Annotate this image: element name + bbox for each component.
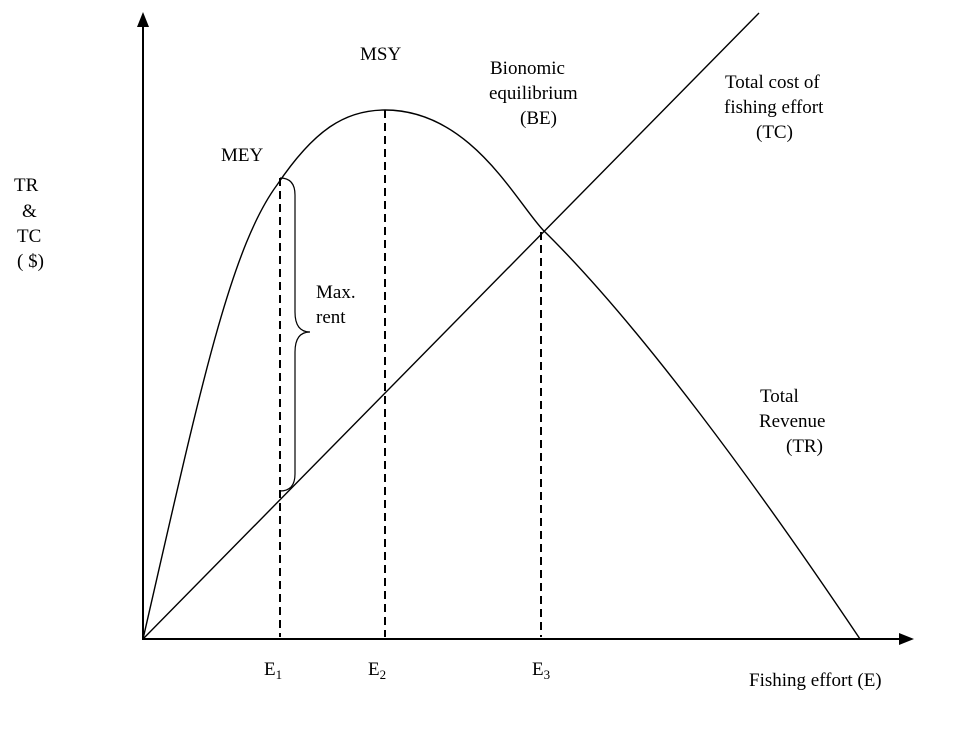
bionomic-equilibrium-label: Bionomic equilibrium (BE) [489, 58, 582, 129]
be-line-2: equilibrium [489, 83, 578, 104]
tc-line-3: (TC) [756, 122, 793, 143]
be-line-1: Bionomic [490, 58, 565, 79]
axes [142, 24, 902, 640]
y-axis-label: TR & TC ( $) [14, 175, 46, 272]
tick-subscript: 3 [544, 667, 551, 682]
y-axis-arrow [137, 12, 149, 27]
rent-line-2: rent [316, 307, 346, 328]
tr-line-3: (TR) [786, 436, 823, 457]
total-revenue-curve [142, 109, 861, 640]
tick-base: E [264, 659, 276, 680]
x-axis-label: Fishing effort (E) [749, 670, 882, 691]
dashed-guides [279, 110, 542, 637]
max-rent-brace [279, 177, 311, 492]
be-line-3: (BE) [520, 108, 557, 129]
tr-line-2: Revenue [759, 411, 825, 432]
tick-subscript: 2 [380, 667, 387, 682]
msy-label: MSY [360, 44, 401, 65]
tr-line-1: Total [760, 386, 799, 407]
total-cost-label: Total cost of fishing effort (TC) [724, 72, 828, 143]
y-axis-label-line-3: TC [17, 226, 41, 247]
mey-label: MEY [221, 145, 264, 166]
tick-base: E [368, 659, 380, 680]
y-axis-label-line-4: ( $) [17, 251, 44, 272]
tc-line-2: fishing effort [724, 97, 824, 118]
tick-label-e1: E1 [264, 659, 282, 682]
total-revenue-label: Total Revenue (TR) [759, 386, 830, 457]
tick-label-e2: E2 [368, 659, 386, 682]
tick-label-e3: E3 [532, 659, 550, 682]
total-cost-line [142, 12, 760, 640]
max-rent-label: Max. rent [316, 282, 360, 328]
y-axis-label-line-2: & [22, 201, 37, 222]
tc-line-1: Total cost of [725, 72, 820, 93]
y-axis-label-line-1: TR [14, 175, 39, 196]
rent-line-1: Max. [316, 282, 356, 303]
tick-subscript: 1 [276, 667, 283, 682]
x-axis-arrow [899, 633, 914, 645]
tick-base: E [532, 659, 544, 680]
